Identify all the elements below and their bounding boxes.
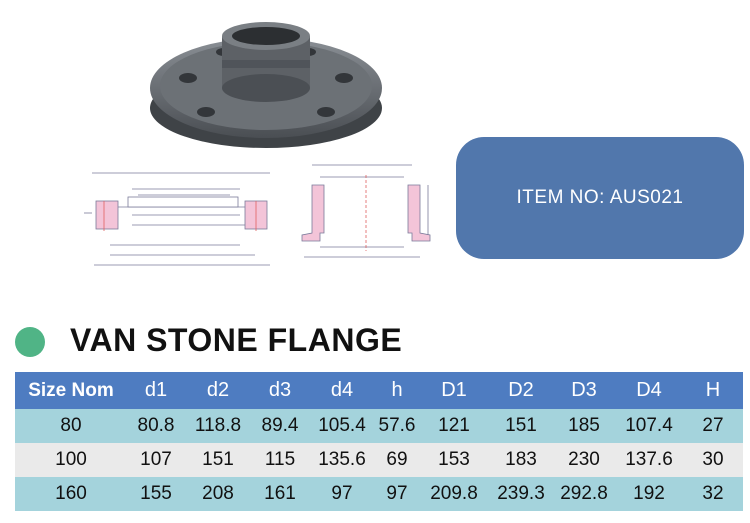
table-cell: 292.8 xyxy=(553,477,615,511)
table-cell: 57.6 xyxy=(375,409,419,443)
table-cell: 161 xyxy=(251,477,309,511)
table-cell: 97 xyxy=(375,477,419,511)
table-cell: 107.4 xyxy=(615,409,683,443)
table-cell: 97 xyxy=(309,477,375,511)
header-d2: d2 xyxy=(185,372,251,409)
table-cell: 89.4 xyxy=(251,409,309,443)
table-cell: 100 xyxy=(15,443,127,477)
product-title: VAN STONE FLANGE xyxy=(70,322,403,358)
table-cell: 230 xyxy=(553,443,615,477)
item-number-box: ITEM NO: AUS021 xyxy=(456,137,744,259)
table-cell: 69 xyxy=(375,443,419,477)
table-cell: 32 xyxy=(683,477,743,511)
header-D4: D4 xyxy=(615,372,683,409)
table-cell: 107 xyxy=(127,443,185,477)
header-size-nom: Size Nom xyxy=(15,372,127,409)
header-D1: D1 xyxy=(419,372,489,409)
table-cell: 121 xyxy=(419,409,489,443)
table-row: 100 107 151 115 135.6 69 153 183 230 137… xyxy=(15,443,743,477)
table-cell: 151 xyxy=(489,409,553,443)
table-cell: 153 xyxy=(419,443,489,477)
table-cell: 151 xyxy=(185,443,251,477)
table-header-row: Size Nom d1 d2 d3 d4 h D1 D2 D3 D4 H xyxy=(15,372,743,409)
table-cell: 155 xyxy=(127,477,185,511)
table-cell: 80.8 xyxy=(127,409,185,443)
table-cell: 27 xyxy=(683,409,743,443)
vanstone-section-drawing xyxy=(301,164,431,258)
bullet-dot xyxy=(15,327,45,357)
header-H: H xyxy=(683,372,743,409)
table-cell: 135.6 xyxy=(309,443,375,477)
spec-table: Size Nom d1 d2 d3 d4 h D1 D2 D3 D4 H 80 … xyxy=(15,372,743,511)
table-cell: 208 xyxy=(185,477,251,511)
table-cell: 185 xyxy=(553,409,615,443)
table-row: 80 80.8 118.8 89.4 105.4 57.6 121 151 18… xyxy=(15,409,743,443)
table-cell: 137.6 xyxy=(615,443,683,477)
table-cell: 160 xyxy=(15,477,127,511)
flange-photo xyxy=(150,22,382,148)
table-cell: 183 xyxy=(489,443,553,477)
table-row: 160 155 208 161 97 97 209.8 239.3 292.8 … xyxy=(15,477,743,511)
header-D2: D2 xyxy=(489,372,553,409)
header-d4: d4 xyxy=(309,372,375,409)
table-cell: 209.8 xyxy=(419,477,489,511)
table-cell: 239.3 xyxy=(489,477,553,511)
table-cell: 30 xyxy=(683,443,743,477)
table-cell: 118.8 xyxy=(185,409,251,443)
table-cell: 80 xyxy=(15,409,127,443)
item-number-label: ITEM NO: AUS021 xyxy=(516,187,684,208)
header-h: h xyxy=(375,372,419,409)
table-cell: 105.4 xyxy=(309,409,375,443)
header-D3: D3 xyxy=(553,372,615,409)
flange-section-drawing xyxy=(84,172,270,266)
header-d3: d3 xyxy=(251,372,309,409)
table-cell: 115 xyxy=(251,443,309,477)
header-d1: d1 xyxy=(127,372,185,409)
table-cell: 192 xyxy=(615,477,683,511)
